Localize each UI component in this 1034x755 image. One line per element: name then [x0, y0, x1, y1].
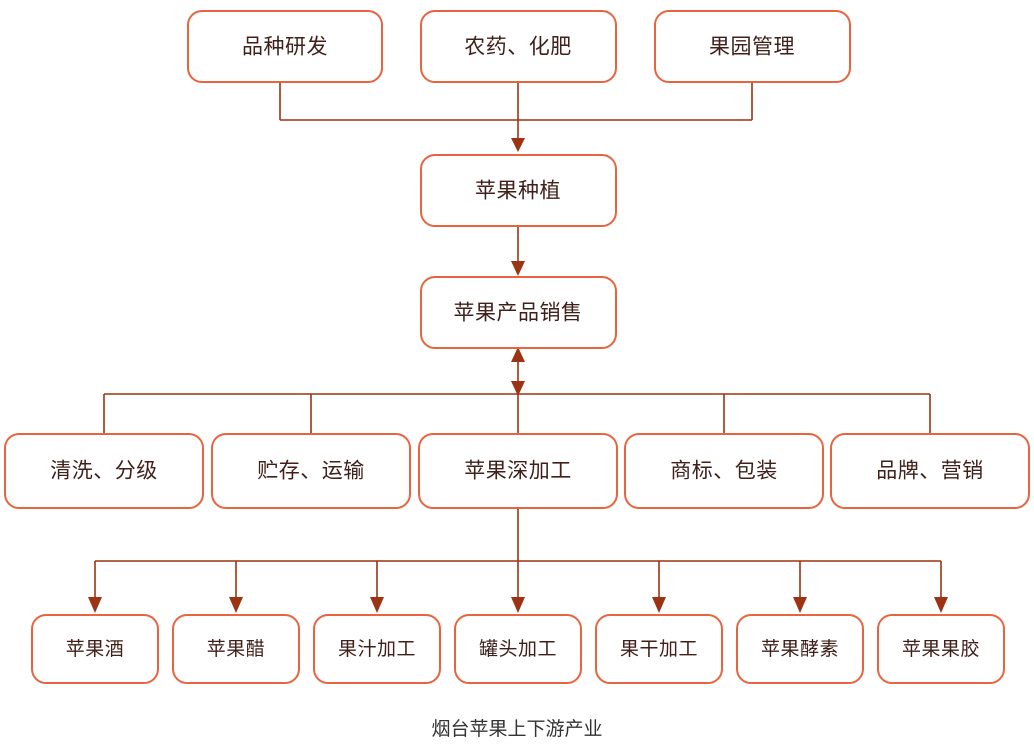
node-apple-planting[interactable]: 苹果种植: [420, 154, 617, 227]
node-orchard-management[interactable]: 果园管理: [654, 10, 851, 83]
connector-deep-processing-to-products: [95, 508, 941, 562]
node-orchard-management-label: 果园管理: [709, 36, 795, 59]
node-apple-deep-processing-box[interactable]: [418, 433, 618, 509]
node-washing-grading-label: 清洗、分级: [50, 460, 158, 483]
node-brand-marketing-label: 品牌、营销: [876, 460, 984, 483]
node-canned-processing[interactable]: 罐头加工: [454, 614, 582, 684]
node-washing-grading[interactable]: 清洗、分级: [4, 433, 204, 509]
node-apple-vinegar-label: 苹果醋: [207, 638, 266, 660]
node-apple-planting-label: 苹果种植: [475, 180, 561, 203]
node-storage-transport-label: 贮存、运输: [257, 460, 365, 483]
node-apple-product-sales-label: 苹果产品销售: [454, 302, 583, 325]
arrowhead-to-sales: [511, 261, 525, 276]
node-canned-processing-label: 罐头加工: [479, 638, 557, 660]
arrowhead-down-to-services: [511, 381, 525, 396]
node-apple-cider-label: 苹果酒: [66, 638, 125, 660]
node-apple-enzyme-label: 苹果酵素: [761, 638, 839, 660]
arrowhead-vinegar: [229, 597, 243, 613]
arrowhead-canned: [511, 597, 525, 613]
connector-sales-to-services: [511, 347, 525, 396]
node-washing-grading-box[interactable]: [4, 433, 204, 509]
node-apple-enzyme[interactable]: 苹果酵素: [736, 614, 864, 684]
node-apple-product-sales[interactable]: 苹果产品销售: [420, 276, 617, 349]
node-apple-vinegar-box[interactable]: [172, 614, 300, 684]
node-seed-development-label: 品种研发: [242, 36, 328, 59]
arrowhead-enzyme: [793, 597, 807, 613]
node-orchard-management-box[interactable]: [654, 10, 851, 83]
node-apple-deep-processing-label: 苹果深加工: [464, 460, 572, 483]
node-trademark-packaging[interactable]: 商标、包装: [624, 433, 824, 509]
arrowhead-dried: [652, 597, 666, 613]
arrowhead-pectin: [934, 597, 948, 613]
node-storage-transport[interactable]: 贮存、运输: [211, 433, 411, 509]
node-agrochemicals-fertilizer[interactable]: 农药、化肥: [420, 10, 617, 83]
node-trademark-packaging-label: 商标、包装: [670, 460, 778, 483]
node-apple-cider[interactable]: 苹果酒: [31, 614, 159, 684]
node-juice-processing[interactable]: 果汁加工: [313, 614, 441, 684]
node-seed-development-box[interactable]: [187, 10, 383, 83]
node-brand-marketing[interactable]: 品牌、营销: [830, 433, 1030, 509]
connectors-processing-drops: [88, 561, 948, 613]
node-brand-marketing-box[interactable]: [830, 433, 1030, 509]
node-apple-pectin-box[interactable]: [877, 614, 1005, 684]
node-seed-development[interactable]: 品种研发: [187, 10, 383, 83]
node-apple-pectin[interactable]: 苹果果胶: [877, 614, 1005, 684]
node-juice-processing-label: 果汁加工: [338, 638, 416, 660]
node-apple-planting-box[interactable]: [420, 154, 617, 227]
node-dried-fruit-processing-box[interactable]: [595, 614, 723, 684]
arrowhead-juice: [370, 597, 384, 613]
node-apple-deep-processing[interactable]: 苹果深加工: [418, 433, 618, 509]
arrowhead-up-to-sales: [511, 347, 525, 362]
connectors-services-bus: [103, 393, 931, 434]
node-apple-vinegar[interactable]: 苹果醋: [172, 614, 300, 684]
node-apple-enzyme-box[interactable]: [736, 614, 864, 684]
connectors-inputs-to-planting: [279, 82, 753, 152]
arrowhead-cider: [88, 597, 102, 613]
connector-planting-to-sales: [511, 226, 525, 276]
node-trademark-packaging-box[interactable]: [624, 433, 824, 509]
node-dried-fruit-processing-label: 果干加工: [620, 638, 698, 660]
arrowhead-to-planting: [511, 138, 525, 152]
node-juice-processing-box[interactable]: [313, 614, 441, 684]
node-apple-product-sales-box[interactable]: [420, 276, 617, 349]
node-dried-fruit-processing[interactable]: 果干加工: [595, 614, 723, 684]
node-apple-pectin-label: 苹果果胶: [902, 638, 980, 660]
node-apple-cider-box[interactable]: [31, 614, 159, 684]
node-storage-transport-box[interactable]: [211, 433, 411, 509]
node-agrochemicals-fertilizer-box[interactable]: [420, 10, 617, 83]
node-agrochemicals-fertilizer-label: 农药、化肥: [464, 36, 572, 59]
diagram-caption: 烟台苹果上下游产业: [431, 718, 602, 740]
node-canned-processing-box[interactable]: [454, 614, 582, 684]
